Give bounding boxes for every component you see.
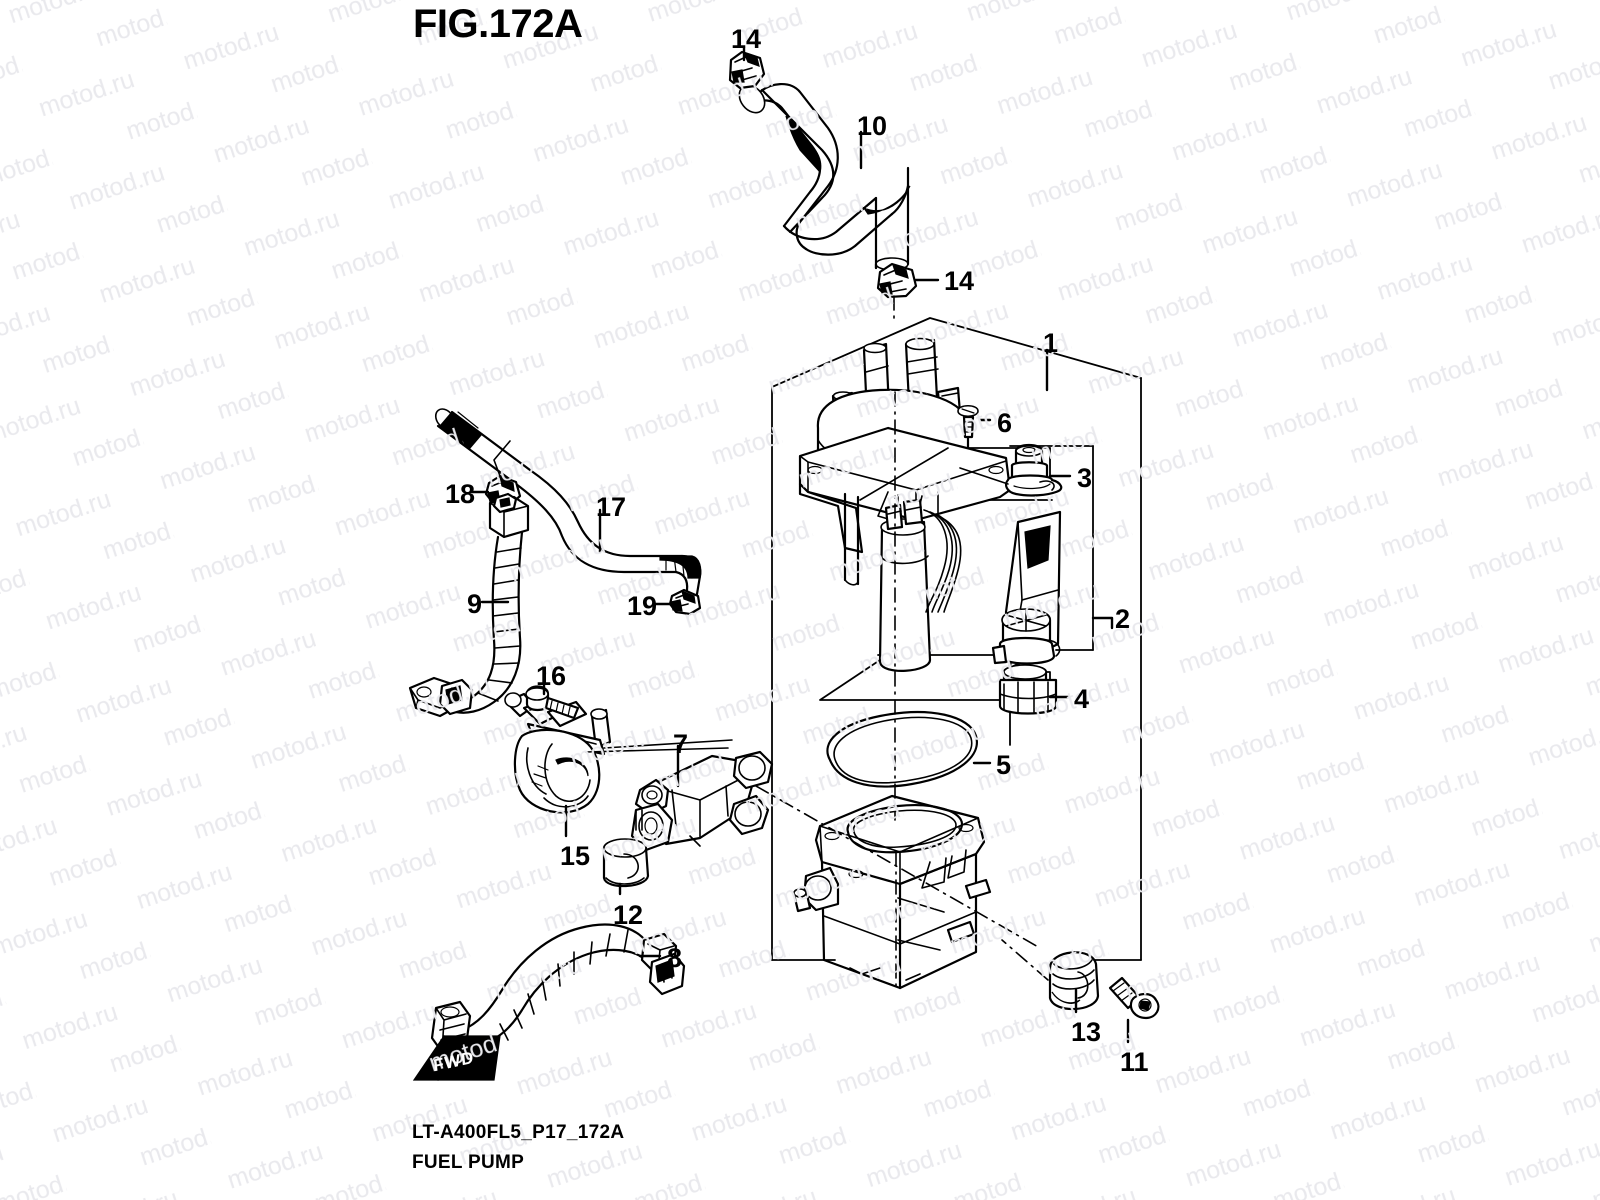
callout-fuel-pressure-regulator: 3 [1077, 463, 1093, 493]
callout-fuel-hose: 10 [857, 111, 888, 141]
callout-hose-clamp-upper: 14 [731, 24, 762, 54]
callout-drain-hose: 8 [667, 943, 683, 973]
caption-code: LT-A400FL5_P17_172A [412, 1122, 625, 1143]
callout-wiring-harness: 9 [467, 589, 483, 619]
callout-pump-bracket: 7 [673, 729, 689, 759]
callout-fuel-filter: 2 [1115, 604, 1131, 634]
callout-fuel-strainer-holder: 4 [1074, 684, 1090, 714]
page-title: FIG.172A [413, 2, 583, 46]
callout-o-ring-gasket: 5 [996, 750, 1012, 780]
callout-fuel-feed-hose: 17 [596, 492, 627, 522]
callout-screw: 6 [997, 408, 1013, 438]
callout-cushion-grommet: 13 [1071, 1017, 1102, 1047]
callout-wire-clamp: 18 [445, 479, 476, 509]
callout-fuel-pump-assembly: 1 [1043, 328, 1059, 358]
callout-hose-clamp-lower: 14 [944, 266, 975, 296]
callout-bushing: 12 [613, 900, 644, 930]
fwd-marker-label: FWD [432, 1047, 476, 1076]
callout-fuel-valve-assembly: 15 [560, 841, 591, 871]
callout-hose-clip: 19 [627, 591, 658, 621]
caption-name: FUEL PUMP [412, 1152, 525, 1173]
callout-mounting-bolt: 11 [1120, 1047, 1149, 1077]
callout-bolt: 16 [536, 661, 567, 691]
